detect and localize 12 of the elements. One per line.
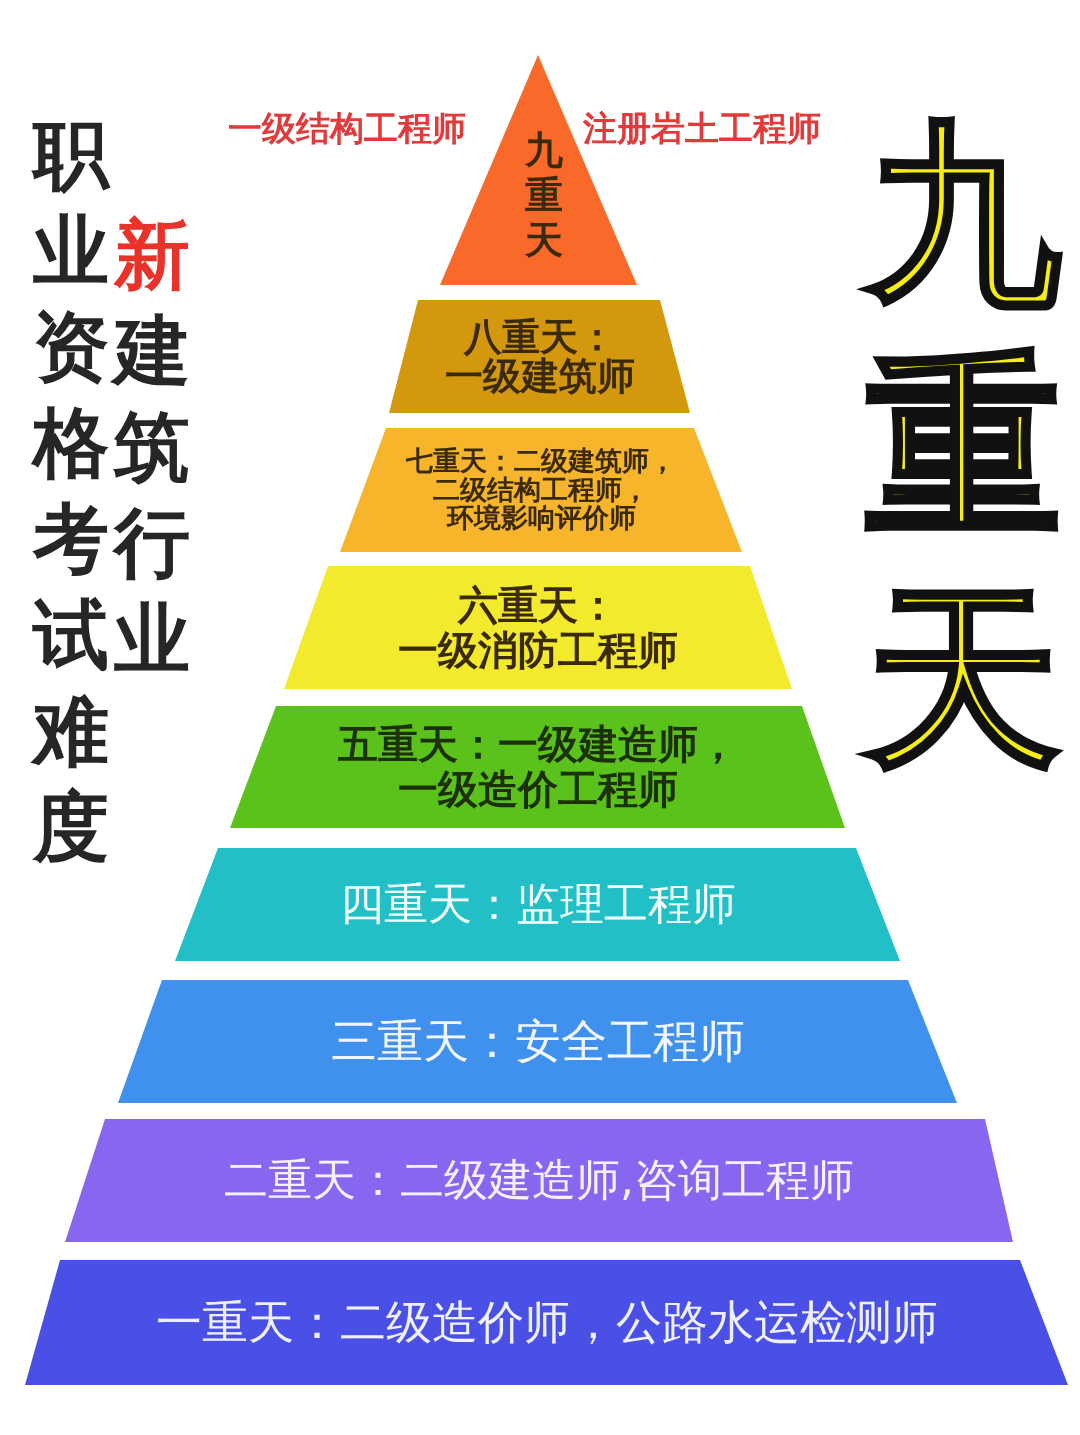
level-label: 五重天：一级建造师，一级造价工程师	[337, 721, 738, 812]
caption-text: 一级结构工程师	[228, 110, 466, 148]
level-label: 七重天：二级建筑师，二级结构工程师，环境影响评价师	[406, 445, 676, 534]
level-label: 四重天：监理工程师	[339, 878, 736, 930]
level-label: 八重天：一级建筑师	[444, 314, 635, 398]
level-label: 九重天	[524, 128, 564, 263]
level-label: 三重天：安全工程师	[330, 1013, 745, 1068]
level-label: 六重天：一级消防工程师	[398, 581, 678, 673]
heading-text: 职业资格考试难度	[32, 107, 110, 875]
level-label: 二重天：二级建造师,咨询工程师	[224, 1154, 854, 1206]
caption-text: 注册岩土工程师	[583, 110, 821, 148]
level-label: 一重天：二级造价师，公路水运检测师	[155, 1294, 938, 1349]
